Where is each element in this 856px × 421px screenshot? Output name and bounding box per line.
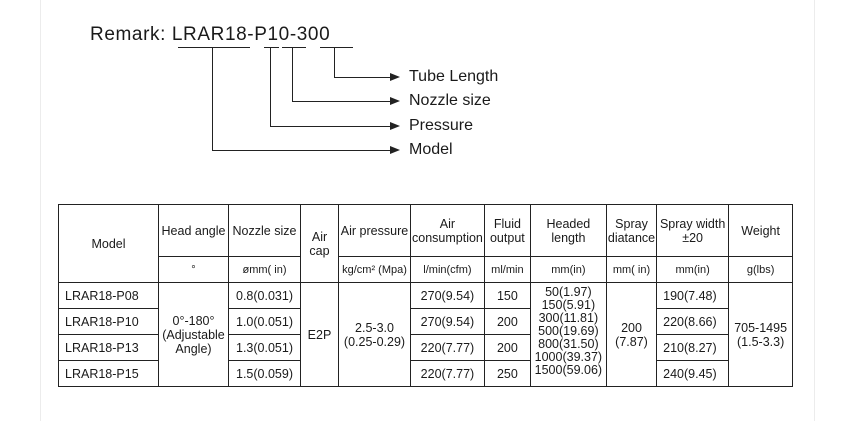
- fluid-cell: 250: [483, 360, 531, 387]
- unit-fluid: ml/min: [483, 256, 531, 283]
- weight-cell: 705-1495 (1.5-3.3): [728, 282, 794, 387]
- weight-line: 705-1495: [734, 320, 788, 335]
- code-underline-nozzle: [282, 47, 306, 48]
- air-pressure-cell: 2.5-3.0 (0.25-0.29): [338, 282, 411, 387]
- remark-line: Remark: LRAR18-P10-300: [90, 24, 330, 46]
- spray-distance-cell: 200 (7.87): [605, 282, 658, 387]
- fluid-cell: 200: [483, 334, 531, 361]
- leader-model-h: [212, 150, 390, 151]
- spray-width-cell: 210(8.27): [656, 334, 730, 361]
- header-row: Model Head angle Nozzle size Air cap Air…: [58, 204, 794, 283]
- header-head-angle: Head angle: [158, 204, 229, 257]
- head-angle-line: 0°-180°: [172, 313, 215, 328]
- leader-nozzle-h: [292, 101, 390, 102]
- leader-model-v: [212, 47, 213, 150]
- unit-distance: mm( in): [605, 256, 658, 283]
- unit-pressure: kg/cm² (Mpa): [338, 256, 411, 283]
- headed-length-line: 300(11.81): [538, 311, 599, 325]
- unit-length: mm(in): [529, 256, 607, 283]
- air-pressure-line: 2.5-3.0: [355, 320, 394, 335]
- code-underline-model: [178, 47, 250, 48]
- page-frame: [40, 0, 815, 421]
- nozzle-cell: 1.5(0.059): [228, 360, 301, 387]
- unit-head-angle: °: [158, 256, 229, 283]
- header-air-cap: Air cap: [300, 204, 339, 283]
- header-air-consumption: Air consumption: [410, 204, 485, 257]
- spray-width-cell: 240(9.45): [656, 360, 730, 387]
- head-angle-cell: 0°-180° (Adjustable Angle): [158, 282, 229, 387]
- consumption-cell: 270(9.54): [410, 282, 485, 309]
- header-weight: Weight: [728, 204, 794, 257]
- spec-table: Model Head angle Nozzle size Air cap Air…: [58, 204, 794, 387]
- fluid-cell: 150: [483, 282, 531, 309]
- header-air-pressure: Air pressure: [338, 204, 411, 257]
- table-row: LRAR18-P08 0°-180° (Adjustable Angle) 0.…: [58, 282, 794, 387]
- remark-label: Remark:: [90, 24, 166, 45]
- leader-pressure-v: [270, 47, 271, 126]
- leader-length-h: [334, 77, 390, 78]
- header-headed-length: Headed length: [529, 204, 607, 257]
- leader-length-v: [334, 47, 335, 77]
- header-nozzle-size: Nozzle size: [228, 204, 301, 257]
- model-cell: LRAR18-P08: [58, 282, 159, 309]
- arrow-icon: [390, 122, 400, 130]
- fluid-cell: 200: [483, 308, 531, 335]
- legend-model: Model: [409, 141, 453, 158]
- headed-length-line: 1000(39.37): [534, 350, 603, 364]
- nozzle-cell: 0.8(0.031): [228, 282, 301, 309]
- leader-pressure-h: [270, 126, 390, 127]
- table-row: LRAR18-P10 1.0(0.051) 270(9.54) 200 220(…: [58, 308, 793, 335]
- headed-length-cell: 50(1.97) 150(5.91) 300(11.81) 500(19.69)…: [529, 282, 607, 387]
- headed-length-line: 150(5.91): [541, 298, 596, 312]
- remark-code: LRAR18-P10-300: [171, 24, 331, 45]
- head-angle-line: Angle): [175, 341, 212, 356]
- header-fluid-output: Fluid output: [483, 204, 531, 257]
- table-row: LRAR18-P13 1.3(0.051) 220(7.77) 200 210(…: [58, 334, 793, 361]
- headed-length-line: 800(31.50): [538, 337, 599, 351]
- unit-consumption: l/min(cfm): [410, 256, 485, 283]
- consumption-cell: 270(9.54): [410, 308, 485, 335]
- spray-distance-line: 200: [621, 320, 642, 335]
- nozzle-cell: 1.3(0.051): [228, 334, 301, 361]
- model-cell: LRAR18-P10: [58, 308, 159, 335]
- spray-width-cell: 190(7.48): [656, 282, 730, 309]
- consumption-cell: 220(7.77): [410, 334, 485, 361]
- unit-row: ° ømm( in) kg/cm² (Mpa) l/min(cfm) ml/mi…: [59, 256, 794, 283]
- arrow-icon: [390, 73, 400, 81]
- nozzle-cell: 1.0(0.051): [228, 308, 301, 335]
- headed-length-line: 1500(59.06): [534, 363, 603, 377]
- header-spray-width: Spray width ±20: [656, 204, 730, 257]
- arrow-icon: [390, 97, 400, 105]
- table-row: LRAR18-P15 1.5(0.059) 220(7.77) 250 240(…: [58, 360, 793, 387]
- code-underline-length: [320, 47, 353, 48]
- unit-weight: g(lbs): [728, 256, 794, 283]
- spray-distance-line: (7.87): [615, 334, 648, 349]
- headed-length-line: 50(1.97): [545, 285, 592, 299]
- legend-tube-length: Tube Length: [409, 68, 499, 85]
- weight-line: (1.5-3.3): [737, 334, 785, 349]
- unit-nozzle: ømm( in): [228, 256, 301, 283]
- legend-nozzle-size: Nozzle size: [409, 92, 491, 109]
- header-model: Model: [58, 204, 159, 283]
- consumption-cell: 220(7.77): [410, 360, 485, 387]
- model-cell: LRAR18-P15: [58, 360, 159, 387]
- model-cell: LRAR18-P13: [58, 334, 159, 361]
- air-cap-cell: E2P: [300, 282, 339, 387]
- headed-length-line: 500(19.69): [538, 324, 599, 338]
- legend-pressure: Pressure: [409, 117, 474, 134]
- head-angle-line: (Adjustable: [162, 327, 225, 342]
- air-pressure-line: (0.25-0.29): [343, 334, 406, 349]
- leader-nozzle-v: [292, 47, 293, 101]
- spray-width-cell: 220(8.66): [656, 308, 730, 335]
- header-spray-distance: Spray diatance: [605, 204, 658, 257]
- code-underline-pressure: [264, 47, 279, 48]
- unit-width: mm(in): [656, 256, 730, 283]
- arrow-icon: [390, 146, 400, 154]
